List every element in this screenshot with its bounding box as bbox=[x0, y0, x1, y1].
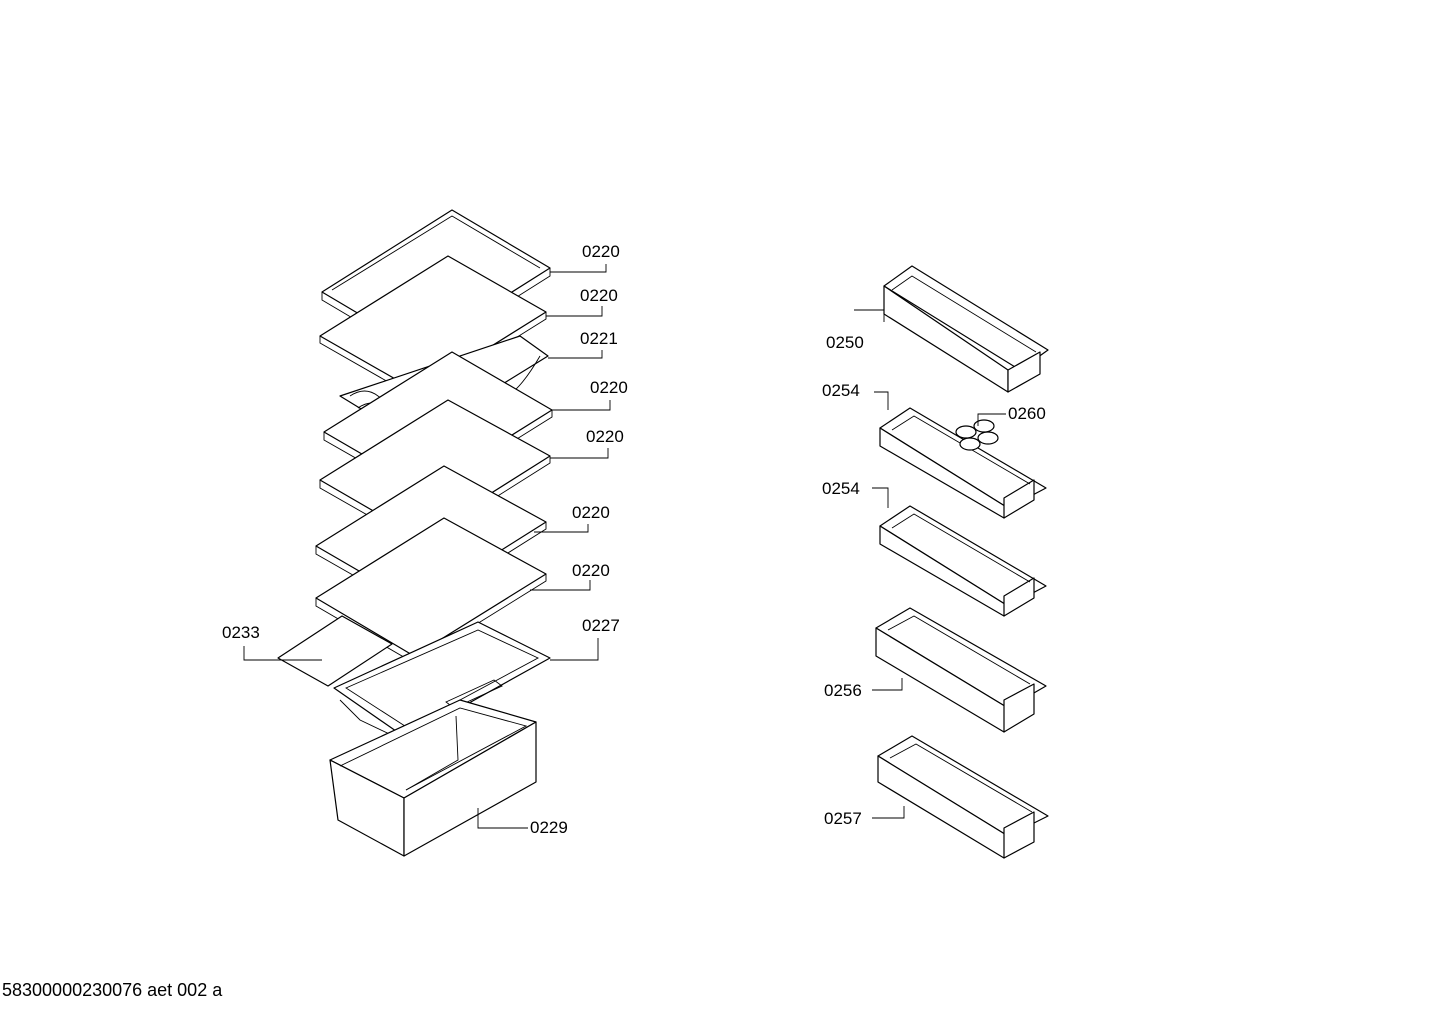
drawing-reference-number: 58300000230076 aet 002 a bbox=[2, 980, 223, 1000]
labels: 0220 0220 0221 0220 0220 0220 0220 0227 … bbox=[222, 242, 1046, 837]
label-0254-b: 0254 bbox=[822, 479, 860, 498]
label-0260: 0260 bbox=[1008, 404, 1046, 423]
glass-plate-0233 bbox=[277, 615, 393, 687]
door-shelf-0257 bbox=[877, 735, 1049, 859]
label-0221: 0221 bbox=[580, 329, 618, 348]
label-0233: 0233 bbox=[222, 623, 260, 642]
label-0220-a: 0220 bbox=[582, 242, 620, 261]
label-0227: 0227 bbox=[582, 616, 620, 635]
label-0257: 0257 bbox=[824, 809, 862, 828]
label-0250: 0250 bbox=[826, 333, 864, 352]
label-0254-a: 0254 bbox=[822, 381, 860, 400]
label-0220-e: 0220 bbox=[572, 503, 610, 522]
leader-lines bbox=[243, 264, 1006, 829]
door-rack-0250 bbox=[883, 265, 1049, 393]
label-0220-d: 0220 bbox=[586, 427, 624, 446]
door-shelf-0254-b bbox=[879, 505, 1047, 617]
label-0220-c: 0220 bbox=[590, 378, 628, 397]
drawer-cover-0227 bbox=[333, 621, 551, 741]
door-shelf-0256 bbox=[875, 607, 1047, 733]
egg-tray-0260 bbox=[955, 419, 999, 451]
door-shelf-0254-a bbox=[879, 407, 1047, 519]
label-0229: 0229 bbox=[530, 818, 568, 837]
drawer-0229 bbox=[329, 699, 537, 857]
label-0220-b: 0220 bbox=[580, 286, 618, 305]
label-0220-f: 0220 bbox=[572, 561, 610, 580]
label-0256: 0256 bbox=[824, 681, 862, 700]
